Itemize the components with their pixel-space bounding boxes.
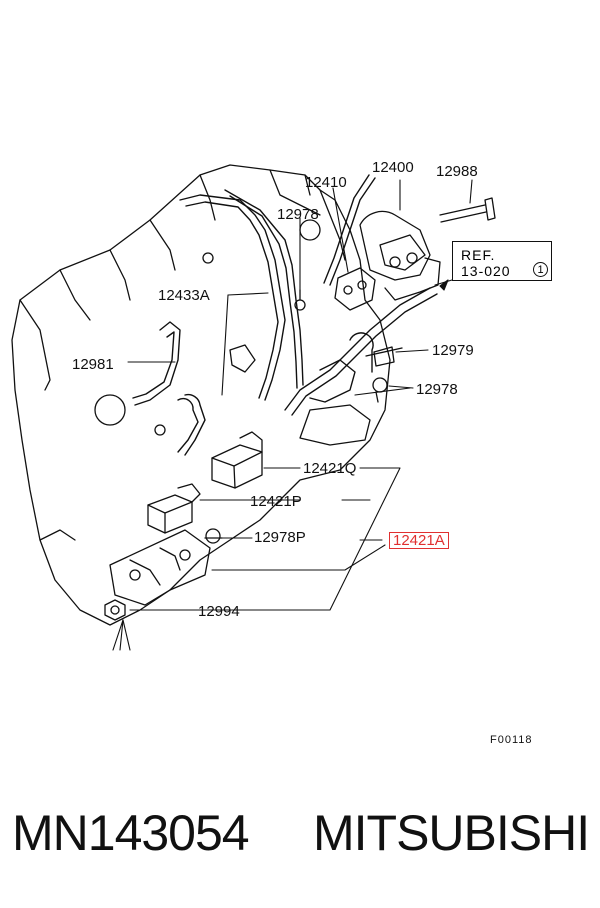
brand-name: MITSUBISHI [313, 805, 590, 861]
callout-12978-right: 12978 [416, 381, 458, 398]
callout-12421Q: 12421Q [303, 460, 357, 477]
engine-block-outline [11, 164, 391, 626]
callout-12421P: 12421P [250, 493, 302, 510]
bolt-12978P [204, 528, 223, 544]
callout-12433A: 12433A [158, 287, 210, 304]
solenoid-valve-12421Q [211, 431, 263, 489]
callout-12410: 12410 [305, 174, 347, 191]
callout-12994: 12994 [198, 603, 240, 620]
bracket-12994 [109, 529, 211, 606]
callout-12981: 12981 [72, 356, 114, 373]
engine-parts-diagram [11, 164, 496, 651]
callout-12988: 12988 [436, 163, 478, 180]
bolt-12978-top [294, 289, 306, 311]
leader-lines [112, 179, 473, 651]
callout-12400: 12400 [372, 159, 414, 176]
nut-12994 [104, 599, 126, 621]
callout-12421A-highlighted[interactable]: 12421A [389, 532, 449, 549]
vacuum-actuator-12400 [359, 210, 441, 301]
ref-circle-number: 1 [533, 262, 548, 277]
callout-12979: 12979 [432, 342, 474, 359]
figure-code: F00118 [490, 734, 533, 746]
gasket-12410 [334, 267, 376, 311]
callout-12978P: 12978P [254, 529, 306, 546]
part-number: MN143054 [12, 805, 250, 861]
solenoid-valve-12421P [147, 483, 201, 534]
bolt-12988 [439, 197, 496, 223]
clip-12979 [365, 346, 403, 367]
ref-label: REF. [461, 247, 496, 263]
vacuum-hoses [132, 174, 438, 456]
ref-number: 13-020 [461, 263, 511, 279]
reference-box: REF. 13-020 1 [452, 241, 552, 281]
bolt-12978-right [372, 377, 388, 403]
callout-12978-top: 12978 [277, 206, 319, 223]
